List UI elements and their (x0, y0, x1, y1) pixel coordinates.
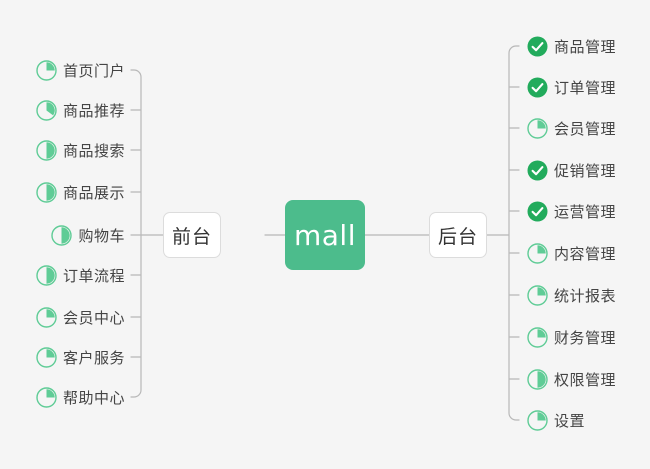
pie-half-icon (527, 368, 548, 390)
pie-half-icon-wrap (36, 139, 57, 161)
leaf-item-left-3[interactable]: 商品展示 (36, 179, 125, 205)
leaf-item-left-0[interactable]: 首页门户 (36, 57, 125, 83)
pie-half-icon-wrap (36, 181, 57, 203)
pie-quarter-icon-wrap (36, 59, 57, 81)
pie-quarter-icon (527, 326, 548, 348)
leaf-item-right-1[interactable]: 订单管理 (527, 74, 616, 100)
leaf-item-label: 财务管理 (554, 328, 617, 347)
root-node-mall[interactable]: mall (285, 200, 365, 270)
leaf-item-label: 会员中心 (62, 308, 125, 327)
leaf-item-left-6[interactable]: 会员中心 (36, 304, 125, 330)
pie-third-icon-wrap (36, 99, 57, 121)
check-circle-icon (527, 36, 548, 56)
pie-quarter-icon-wrap (36, 346, 57, 368)
pie-half-icon-wrap (36, 264, 57, 286)
leaf-item-left-1[interactable]: 商品推荐 (36, 97, 125, 123)
check-circle-icon-wrap (527, 77, 548, 98)
leaf-item-label: 促销管理 (554, 161, 617, 180)
pie-half-icon-wrap (527, 368, 548, 390)
pie-half-icon (36, 264, 57, 286)
leaf-item-label: 帮助中心 (62, 388, 125, 407)
check-circle-icon (527, 201, 548, 221)
leaf-item-label: 订单流程 (62, 266, 125, 285)
leaf-item-right-2[interactable]: 会员管理 (527, 115, 616, 141)
branch-node-backend-label: 后台 (437, 225, 478, 248)
leaf-item-right-5[interactable]: 内容管理 (527, 240, 616, 266)
check-circle-icon (527, 77, 548, 97)
pie-half-icon (36, 139, 57, 161)
leaf-item-label: 商品搜索 (62, 141, 125, 160)
leaf-item-label: 商品推荐 (62, 101, 125, 120)
pie-quarter-icon (36, 346, 57, 368)
leaf-item-right-6[interactable]: 统计报表 (527, 282, 616, 308)
leaf-item-right-7[interactable]: 财务管理 (527, 324, 616, 350)
leaf-item-label: 购物车 (78, 226, 125, 245)
check-circle-icon-wrap (527, 201, 548, 222)
pie-quarter-icon (36, 59, 57, 81)
pie-quarter-icon (36, 386, 57, 408)
pie-half-icon (51, 224, 73, 246)
leaf-item-left-4[interactable]: 购物车 (51, 222, 125, 248)
pie-quarter-icon-wrap (527, 284, 548, 306)
pie-third-icon (36, 99, 57, 121)
branch-node-backend[interactable]: 后台 (429, 212, 487, 258)
pie-half-icon-wrap (51, 224, 73, 246)
leaf-item-label: 首页门户 (62, 61, 125, 80)
pie-quarter-icon (527, 284, 548, 306)
leaf-item-label: 内容管理 (554, 244, 617, 263)
leaf-item-label: 权限管理 (554, 370, 617, 389)
pie-quarter-icon-wrap (36, 386, 57, 408)
pie-quarter-icon-wrap (527, 409, 548, 431)
leaf-item-label: 商品管理 (554, 37, 617, 56)
root-node-label: mall (294, 218, 356, 252)
leaf-item-label: 运营管理 (554, 202, 617, 221)
leaf-item-right-4[interactable]: 运营管理 (527, 198, 616, 224)
leaf-item-label: 会员管理 (554, 119, 617, 138)
leaf-item-left-2[interactable]: 商品搜索 (36, 137, 125, 163)
leaf-item-label: 商品展示 (62, 183, 125, 202)
branch-node-frontend-label: 前台 (171, 225, 212, 248)
leaf-item-right-0[interactable]: 商品管理 (527, 33, 616, 59)
pie-quarter-icon-wrap (527, 117, 548, 139)
branch-node-frontend[interactable]: 前台 (163, 212, 221, 258)
leaf-item-label: 统计报表 (554, 286, 617, 305)
leaf-item-left-7[interactable]: 客户服务 (36, 344, 125, 370)
leaf-item-left-5[interactable]: 订单流程 (36, 262, 125, 288)
pie-quarter-icon-wrap (36, 306, 57, 328)
leaf-item-right-8[interactable]: 权限管理 (527, 366, 616, 392)
leaf-item-right-3[interactable]: 促销管理 (527, 157, 616, 183)
leaf-item-label: 客户服务 (62, 348, 125, 367)
check-circle-icon-wrap (527, 36, 548, 57)
pie-quarter-icon-wrap (527, 326, 548, 348)
leaf-item-right-9[interactable]: 设置 (527, 407, 585, 433)
pie-quarter-icon (527, 409, 548, 431)
leaf-item-left-8[interactable]: 帮助中心 (36, 384, 125, 410)
check-circle-icon (527, 160, 548, 180)
check-circle-icon-wrap (527, 160, 548, 181)
pie-quarter-icon (527, 242, 548, 264)
pie-half-icon (36, 181, 57, 203)
pie-quarter-icon (36, 306, 57, 328)
leaf-item-label: 设置 (554, 411, 586, 430)
leaf-item-label: 订单管理 (554, 78, 617, 97)
pie-quarter-icon (527, 117, 548, 139)
pie-quarter-icon-wrap (527, 242, 548, 264)
